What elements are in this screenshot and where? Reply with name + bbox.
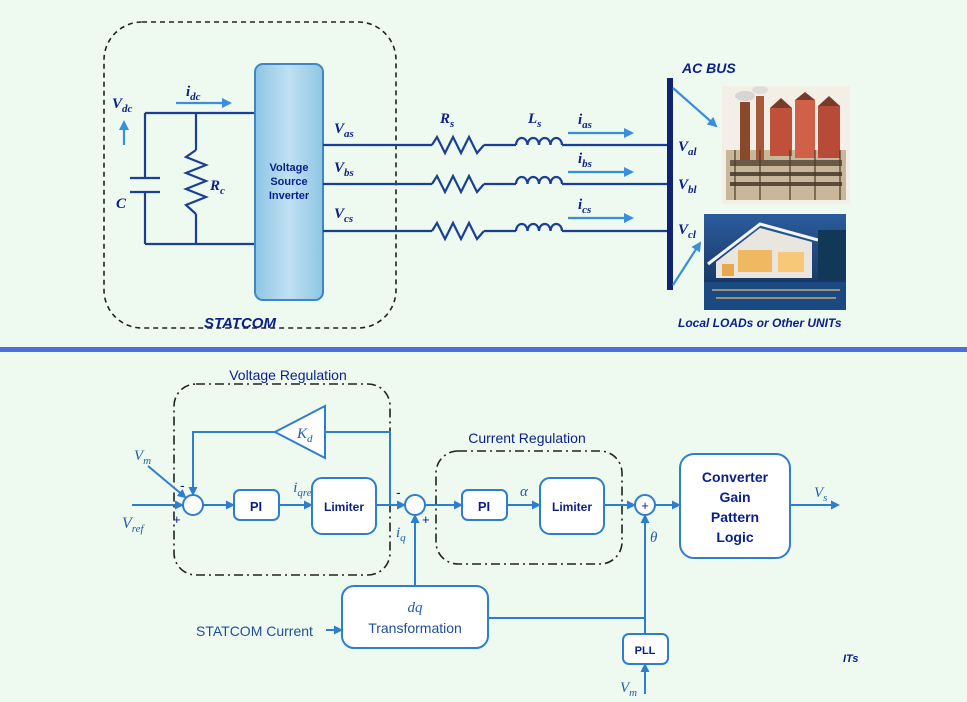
ls-label: Ls (527, 111, 541, 130)
pi1-label: PI (250, 499, 262, 514)
vm-label: Vm (134, 448, 151, 467)
converter-label-line1: Converter (702, 469, 769, 485)
dq-transformation-block (341, 585, 489, 649)
vcl-label: Vcl (678, 222, 697, 241)
resistor-rc-icon (183, 149, 209, 215)
bus-to-factory-arrow-icon (672, 87, 718, 128)
kd-feedback-wire-right (325, 431, 391, 505)
inductor-ls-c-icon (514, 222, 564, 232)
converter-label-line3: Pattern (711, 509, 759, 525)
converter-label-line4: Logic (716, 529, 754, 545)
capacitor-icon (130, 176, 160, 194)
inductor-ls-b-icon (514, 175, 564, 185)
house-load-illustration (704, 214, 846, 310)
alpha-label: α (520, 484, 529, 500)
vcs-label: Vcs (334, 206, 353, 225)
sum2-minus-sign: - (396, 484, 401, 500)
vbl-label: Vbl (678, 177, 698, 196)
vs-label: Vs (814, 485, 827, 504)
kd-feedback-wire-left (188, 431, 275, 496)
vdc-label: Vdc (112, 96, 133, 115)
voltage-regulation-label: Voltage Regulation (229, 367, 347, 383)
theta-label: θ (650, 530, 658, 546)
inductor-ls-a-icon (514, 136, 564, 146)
rc-label: Rc (209, 178, 225, 197)
limiter1-label: Limiter (324, 500, 364, 514)
ac-bus-label: AC BUS (681, 60, 736, 76)
bus-to-house-arrow-icon (672, 241, 702, 286)
ias-label: ias (578, 112, 592, 131)
statcom-enclosure (103, 21, 397, 329)
iq-label: iq (396, 525, 406, 544)
statcom-current-label: STATCOM Current (196, 623, 313, 639)
limiter2-label: Limiter (552, 500, 592, 514)
ibs-label: ibs (578, 151, 592, 170)
pll-label: PLL (635, 645, 656, 657)
voltage-source-inverter-block (254, 63, 324, 301)
vsi-label-line1: Voltage (270, 162, 309, 174)
capacitor-label: C (116, 196, 127, 212)
ac-bus-bar (667, 78, 673, 290)
vref-label: Vref (122, 515, 146, 535)
factory-load-illustration (722, 86, 850, 204)
vas-label: Vas (334, 121, 354, 140)
sum1-minus-sign: - (180, 477, 185, 493)
section-separator (0, 347, 967, 352)
current-regulation-label: Current Regulation (468, 430, 586, 446)
sum2-plus-sign: + (422, 512, 430, 527)
statcom-circuit: Vdc idc C Rc Voltage Source Inverter Vas… (103, 21, 850, 332)
statcom-label: STATCOM (204, 315, 276, 332)
rs-label: Rs (439, 111, 454, 130)
vm-input-wire (147, 465, 187, 499)
idc-label: idc (186, 84, 201, 103)
vm2-label: Vm (620, 680, 637, 699)
control-block-diagram: Voltage Regulation Current Regulation Kd… (122, 367, 859, 699)
its-label: ITs (843, 653, 859, 665)
sum3-plus-sign: + (641, 498, 649, 513)
vsi-label-line3: Inverter (269, 190, 310, 202)
val-label: Val (678, 139, 698, 158)
loads-label: Local LOADs or Other UNITs (678, 316, 842, 330)
resistor-rs-b-icon (431, 173, 485, 195)
sum1-plus-sign: + (173, 512, 181, 527)
dq-label: dq (408, 600, 424, 616)
transformation-label: Transformation (368, 620, 462, 636)
converter-label-line2: Gain (719, 489, 750, 505)
kd-label: Kd (296, 426, 313, 445)
current-regulation-box (435, 450, 623, 565)
summing-junction-1 (182, 494, 204, 516)
vbs-label: Vbs (334, 160, 354, 179)
pi2-label: PI (478, 499, 490, 514)
resistor-rs-a-icon (431, 134, 485, 156)
resistor-rs-c-icon (431, 220, 485, 242)
vsi-label-line2: Source (270, 176, 307, 188)
ics-label: ics (578, 197, 591, 216)
